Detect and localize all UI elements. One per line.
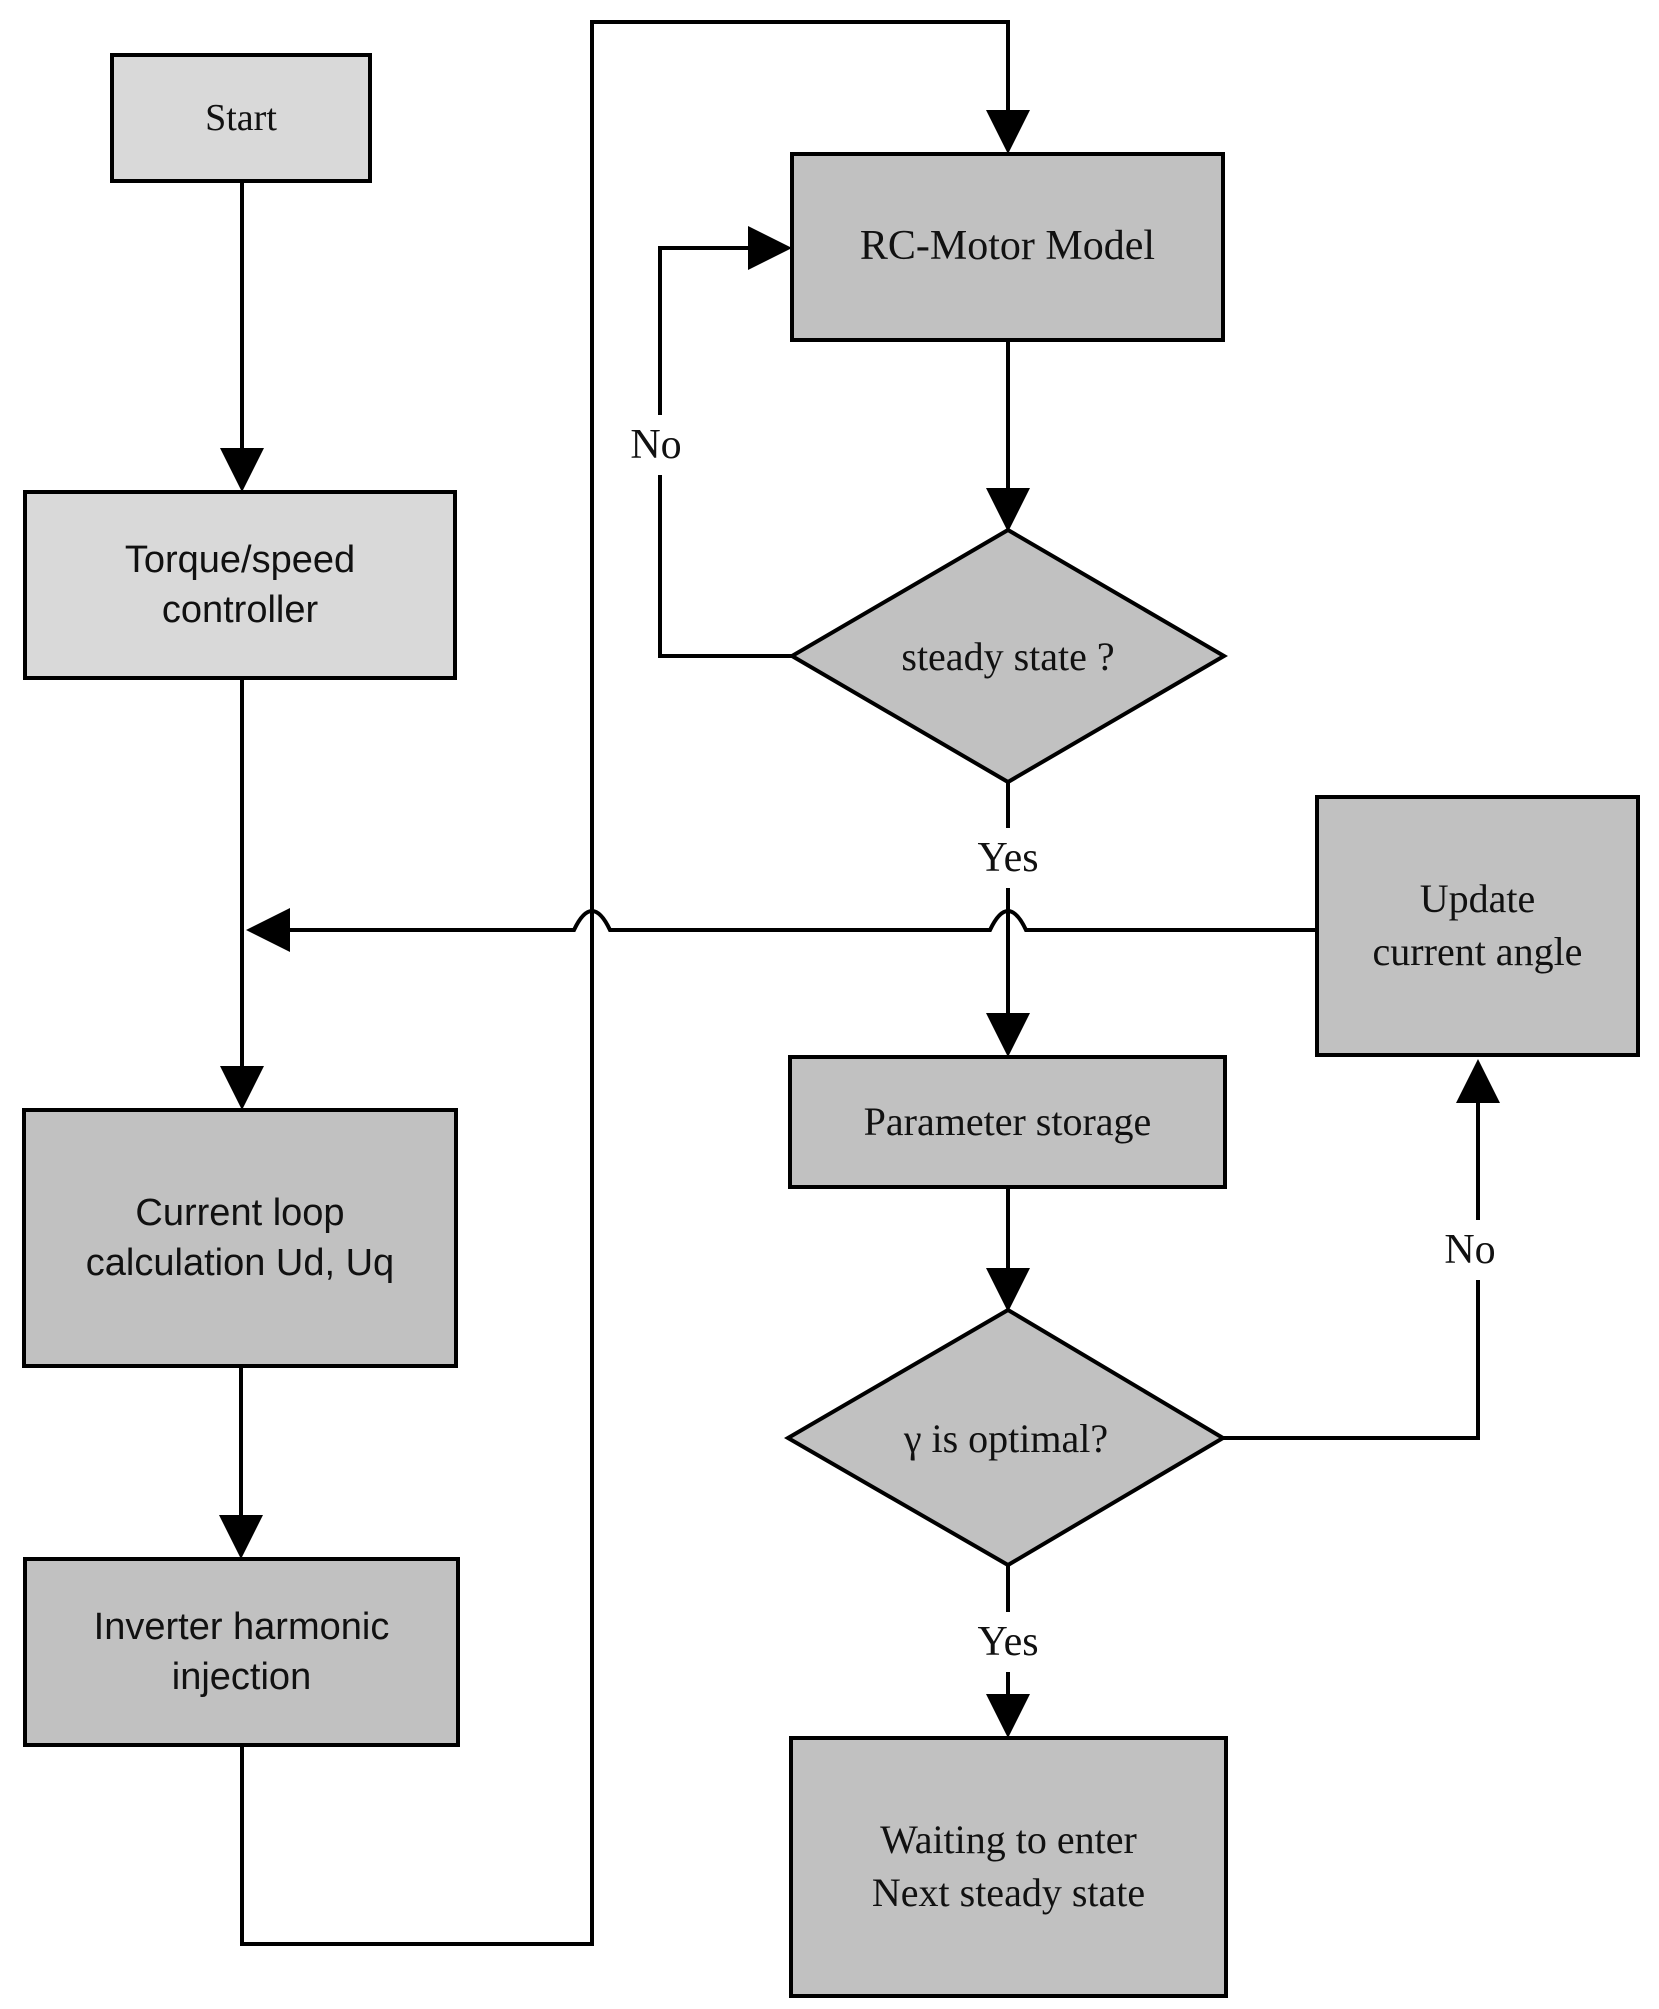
node-start: Start: [110, 53, 372, 183]
arrow-into-update: [1456, 1059, 1500, 1103]
edge-update-left: [290, 909, 1315, 932]
node-parameter-storage: Parameter storage: [788, 1055, 1227, 1189]
node-update-current-angle: Update current angle: [1315, 795, 1640, 1057]
arrow-into-inverter: [219, 1515, 263, 1559]
edge-feedback-spine: [240, 20, 1010, 1946]
node-waiting-next-steady-state: Waiting to enter Next steady state: [789, 1736, 1228, 1998]
arrow-into-gamma: [986, 1268, 1030, 1312]
node-torque-speed-controller: Torque/speed controller: [23, 490, 457, 680]
arrow-into-currloop: [220, 1066, 264, 1110]
arrow-into-waiting: [986, 1694, 1030, 1738]
edge-label-gamma-yes: Yes: [960, 1612, 1056, 1672]
edge-gamma-no: [1223, 1099, 1480, 1440]
arrow-into-torque: [220, 448, 264, 492]
steady-state-diamond: [788, 527, 1228, 785]
edge-label-steady-no: No: [612, 415, 700, 475]
gamma-optimal-diamond-label: γ is optimal?: [903, 1415, 1109, 1461]
edge-label-steady-yes: Yes: [960, 828, 1056, 888]
arrow-into-steady: [986, 488, 1030, 532]
node-current-loop-calculation: Current loop calculation Ud, Uq: [22, 1108, 458, 1368]
arrow-into-rcmotor-left: [748, 226, 792, 270]
arrow-into-rcmotor-top: [986, 110, 1030, 154]
node-rc-motor-model: RC-Motor Model: [790, 152, 1225, 342]
arrow-into-param: [986, 1013, 1030, 1057]
gamma-optimal-diamond: [784, 1307, 1227, 1568]
edge-label-gamma-no: No: [1426, 1220, 1514, 1280]
steady-state-diamond-label: steady state ?: [901, 633, 1115, 679]
arrow-yes-junction: [246, 908, 290, 952]
node-inverter-harmonic-injection: Inverter harmonic injection: [23, 1557, 460, 1747]
